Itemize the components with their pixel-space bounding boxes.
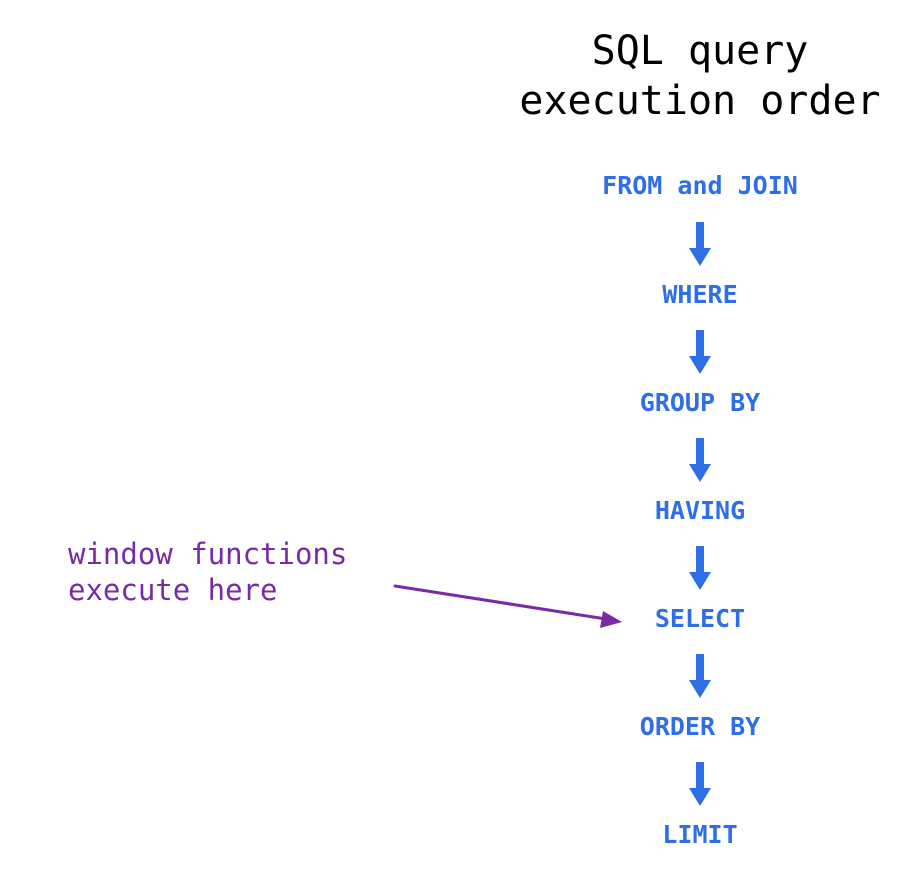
title-line-2: execution order	[519, 78, 881, 124]
arrow-down-icon	[689, 654, 711, 698]
annotation-line-2: execute here	[68, 573, 278, 607]
execution-order-flow: FROM and JOIN WHERE GROUP BY HAVING SELE…	[500, 0, 900, 882]
arrow-down-icon	[689, 762, 711, 806]
diagram-title: SQL query execution order	[480, 26, 920, 126]
step-group-by: GROUP BY	[639, 388, 761, 417]
step-where: WHERE	[662, 280, 738, 309]
step-having: HAVING	[654, 496, 746, 525]
arrow-down-icon	[689, 222, 711, 266]
arrow-down-icon	[689, 438, 711, 482]
step-select: SELECT	[654, 604, 746, 633]
annotation-line-1: window functions	[68, 537, 348, 571]
step-from-and-join: FROM and JOIN	[602, 171, 798, 200]
title-line-1: SQL query	[591, 28, 809, 74]
window-functions-annotation: window functions execute here	[68, 536, 347, 608]
arrow-down-icon	[689, 330, 711, 374]
arrow-down-icon	[689, 546, 711, 590]
step-limit: LIMIT	[662, 820, 738, 849]
step-order-by: ORDER BY	[639, 712, 761, 741]
